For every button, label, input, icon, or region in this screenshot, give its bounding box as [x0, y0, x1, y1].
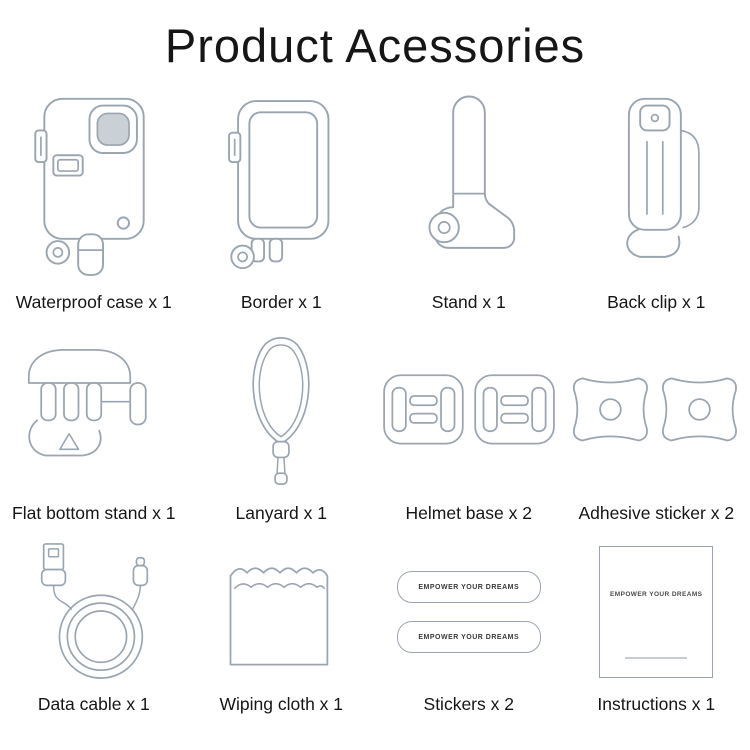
item-stickers: EMPOWER YOUR DREAMS EMPOWER YOUR DREAMS …: [396, 538, 541, 715]
instructions-icon: EMPOWER YOUR DREAMS: [599, 538, 714, 686]
helmet-base-icon: [381, 327, 557, 495]
accessory-row-3: Data cable x 1 Wiping cloth x 1 EMPOWER …: [0, 538, 750, 715]
border-frame-drawing: [228, 100, 330, 270]
data-cable-drawing: [40, 543, 148, 679]
wiping-cloth-icon: [214, 538, 348, 686]
waterproof-case-drawing: [34, 97, 145, 276]
item-lanyard: Lanyard x 1: [229, 327, 333, 524]
back-clip-icon: [581, 92, 731, 284]
adhesive-sticker-drawing: [573, 377, 738, 442]
flat-bottom-stand-drawing: [27, 349, 147, 457]
adhesive-sticker-icon: [568, 327, 744, 495]
item-label: Instructions x 1: [597, 694, 716, 714]
item-stand: Stand x 1: [394, 92, 544, 313]
item-back-clip: Back clip x 1: [581, 92, 731, 313]
booklet-fineprint: [625, 657, 688, 659]
item-instructions: EMPOWER YOUR DREAMS Instructions x 1: [597, 538, 715, 715]
item-label: Flat bottom stand x 1: [12, 503, 176, 523]
item-label: Stand x 1: [431, 292, 506, 312]
item-label: Data cable x 1: [37, 694, 150, 714]
item-data-cable: Data cable x 1: [18, 538, 170, 715]
border-frame-icon: [206, 92, 356, 284]
lanyard-icon: [229, 327, 333, 495]
item-label: Stickers x 2: [423, 694, 514, 714]
sticker-stack: EMPOWER YOUR DREAMS EMPOWER YOUR DREAMS: [396, 571, 541, 653]
wiping-cloth-drawing: [229, 567, 329, 666]
waterproof-case-icon: [19, 92, 169, 284]
stickers-icon: EMPOWER YOUR DREAMS EMPOWER YOUR DREAMS: [396, 538, 541, 686]
back-clip-drawing: [626, 97, 701, 258]
item-waterproof-case: Waterproof case x 1: [16, 92, 172, 313]
accessory-row-2: Flat bottom stand x 1 Lanyard x 1: [0, 327, 750, 524]
sticker-pill-1: EMPOWER YOUR DREAMS: [396, 571, 541, 603]
item-label: Border x 1: [240, 292, 322, 312]
item-flat-bottom-stand: Flat bottom stand x 1: [6, 327, 182, 524]
item-label: Wiping cloth x 1: [219, 694, 344, 714]
item-wiping-cloth: Wiping cloth x 1: [214, 538, 348, 715]
item-border: Border x 1: [206, 92, 356, 313]
instruction-booklet: EMPOWER YOUR DREAMS: [599, 546, 714, 678]
page-title: Product Acessories: [164, 19, 586, 72]
booklet-title: EMPOWER YOUR DREAMS: [610, 591, 703, 598]
data-cable-icon: [18, 538, 170, 686]
item-label: Adhesive sticker x 2: [578, 503, 735, 523]
item-label: Waterproof case x 1: [15, 292, 172, 312]
lanyard-drawing: [252, 337, 310, 485]
item-helmet-base: Helmet base x 2: [381, 327, 557, 524]
stand-drawing: [428, 95, 515, 249]
accessory-row-1: Waterproof case x 1 Border x 1: [0, 92, 750, 313]
helmet-base-drawing: [382, 374, 555, 445]
item-label: Back clip x 1: [607, 292, 706, 312]
item-adhesive-sticker: Adhesive sticker x 2: [568, 327, 744, 524]
stand-icon: [394, 92, 544, 284]
item-label: Helmet base x 2: [405, 503, 532, 523]
sticker-pill-2: EMPOWER YOUR DREAMS: [396, 621, 541, 653]
item-label: Lanyard x 1: [235, 503, 327, 523]
flat-bottom-stand-icon: [6, 327, 182, 495]
